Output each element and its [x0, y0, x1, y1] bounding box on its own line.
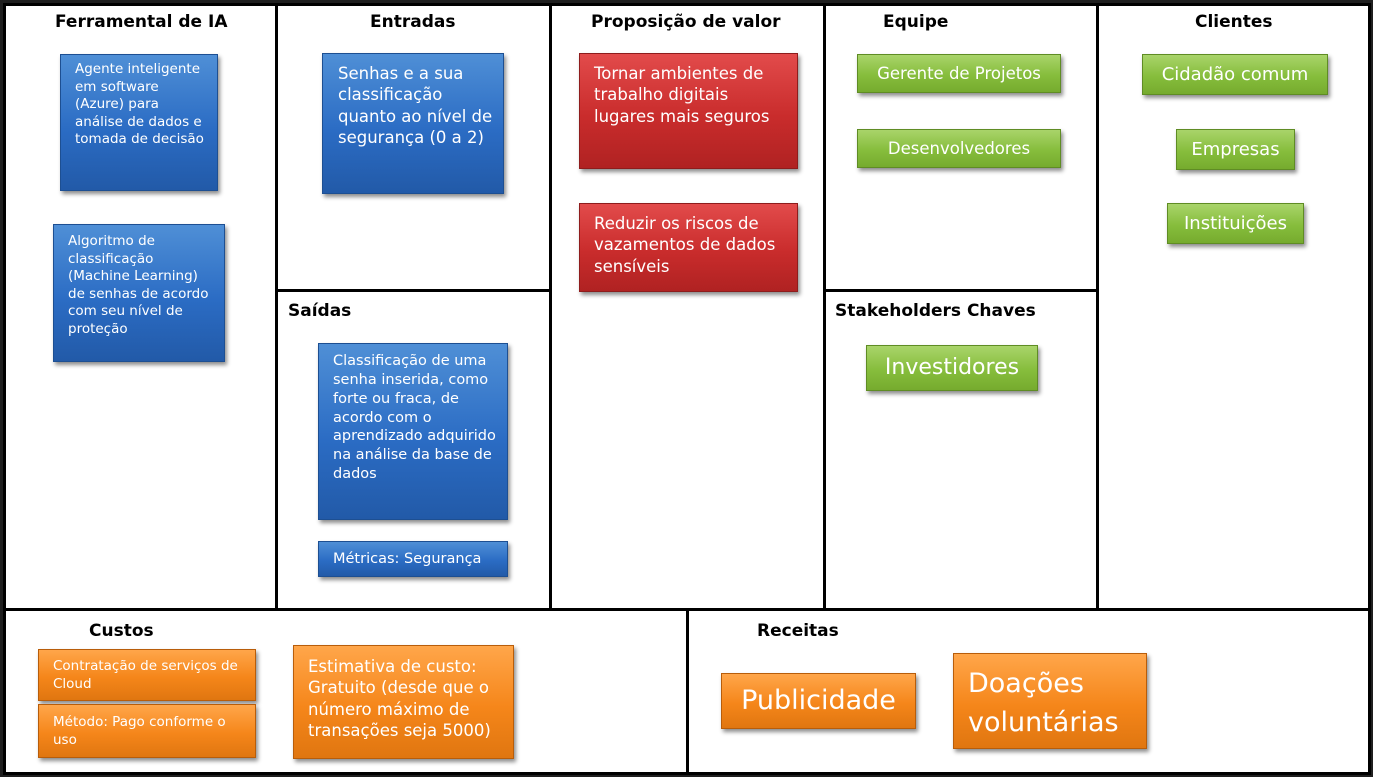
note-empresas: Empresas — [1176, 129, 1295, 170]
note-metricas-seguranca: Métricas: Segurança — [318, 541, 508, 577]
note-servicos-cloud: Contratação de serviços de Cloud — [38, 649, 256, 701]
note-estimativa-custo: Estimativa de custo: Gratuito (desde que… — [293, 645, 514, 759]
saidas-title: Saídas — [288, 301, 352, 321]
clientes-title: Clientes — [1195, 12, 1273, 32]
note-agente-inteligente: Agente inteligente em software (Azure) p… — [60, 54, 218, 191]
note-classificacao-senha: Classificação de uma senha inserida, com… — [318, 343, 508, 520]
note-doacoes-voluntarias: Doações voluntárias — [953, 653, 1147, 749]
entradas-title: Entradas — [370, 12, 456, 32]
note-ambientes-seguros: Tornar ambientes de trabalho digitais lu… — [579, 53, 798, 169]
note-desenvolvedores: Desenvolvedores — [857, 129, 1061, 168]
note-gerente-projetos: Gerente de Projetos — [857, 54, 1061, 93]
note-investidores: Investidores — [866, 345, 1038, 391]
ferramental-title: Ferramental de IA — [55, 12, 228, 32]
stakeholders-title: Stakeholders Chaves — [835, 301, 1036, 321]
panel-clientes — [1096, 3, 1371, 611]
equipe-title: Equipe — [883, 12, 949, 32]
note-publicidade: Publicidade — [721, 673, 916, 729]
note-algoritmo-classificacao: Algoritmo de classificação (Machine Lear… — [53, 224, 225, 362]
proposicao-title: Proposição de valor — [591, 12, 781, 32]
note-metodo-pagamento: Método: Pago conforme o uso — [38, 704, 256, 758]
panel-stakeholders — [823, 289, 1099, 611]
note-senhas-classificacao: Senhas e a sua classificação quanto ao n… — [322, 53, 504, 194]
note-cidadao-comum: Cidadão comum — [1142, 54, 1328, 95]
note-reduzir-riscos: Reduzir os riscos de vazamentos de dados… — [579, 203, 798, 292]
note-instituicoes: Instituições — [1167, 203, 1304, 244]
custos-title: Custos — [89, 621, 154, 641]
receitas-title: Receitas — [757, 621, 839, 641]
